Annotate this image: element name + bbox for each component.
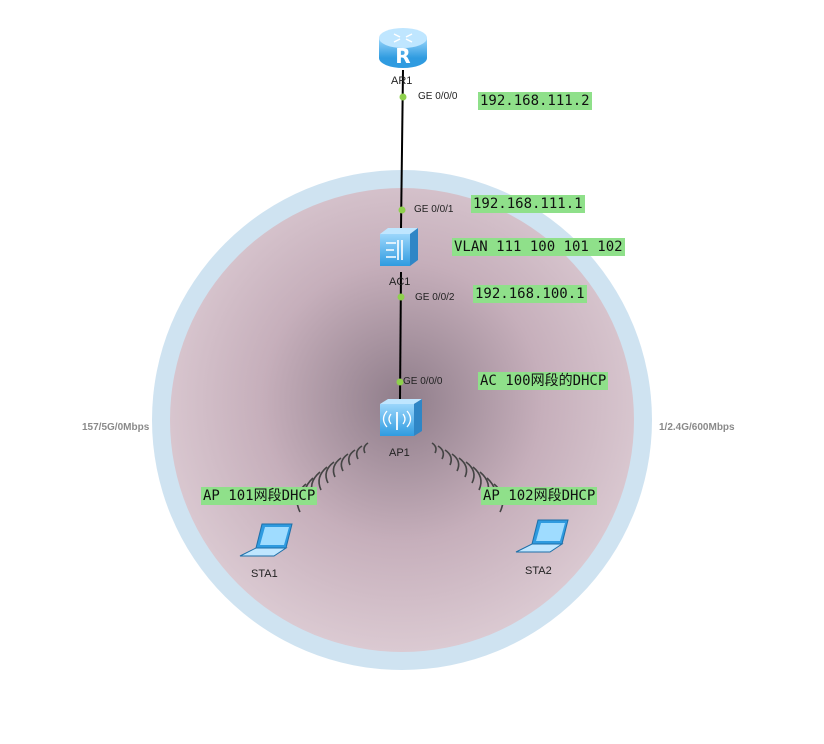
laptop-icon-sta1[interactable]: [239, 523, 293, 557]
sta2-label: STA2: [525, 565, 552, 577]
ac1-label: AC1: [389, 276, 411, 288]
ap1-label: AP1: [389, 447, 410, 459]
rate-label-left: 157/5G/0Mbps: [82, 422, 150, 433]
note-ac1-ip-up: 192.168.111.1: [471, 195, 585, 213]
note-ap-dhcp-101: AP 101网段DHCP: [201, 487, 318, 505]
note-ap-dhcp-102: AP 102网段DHCP: [481, 487, 598, 505]
router-icon[interactable]: R: [379, 28, 427, 68]
port-label-ac1-ge002: GE 0/0/2: [415, 292, 455, 303]
note-ac1-ip-down: 192.168.100.1: [473, 285, 587, 303]
port-dot-ac1-ge001: [398, 206, 406, 214]
port-dot-ap1-ge000: [396, 378, 404, 386]
access-point-icon[interactable]: [380, 399, 422, 436]
note-ac-dhcp: AC 100网段的DHCP: [478, 372, 609, 390]
laptop-icon-sta2[interactable]: [515, 519, 569, 553]
svg-text:R: R: [395, 44, 410, 68]
port-dot-ac1-ge002: [397, 293, 405, 301]
note-ac1-vlan: VLAN 111 100 101 102: [452, 238, 625, 256]
port-label-ap1-ge000: GE 0/0/0: [403, 376, 443, 387]
note-ar1-ip: 192.168.111.2: [478, 92, 592, 110]
port-label-ac1-ge001: GE 0/0/1: [414, 204, 454, 215]
rate-label-right: 1/2.4G/600Mbps: [659, 422, 735, 433]
ar1-label: AR1: [391, 75, 413, 87]
port-label-ar1-ge000: GE 0/0/0: [418, 91, 458, 102]
sta1-label: STA1: [251, 568, 278, 580]
access-controller-icon[interactable]: [380, 228, 418, 266]
port-dot-ar1-ge000: [399, 93, 407, 101]
